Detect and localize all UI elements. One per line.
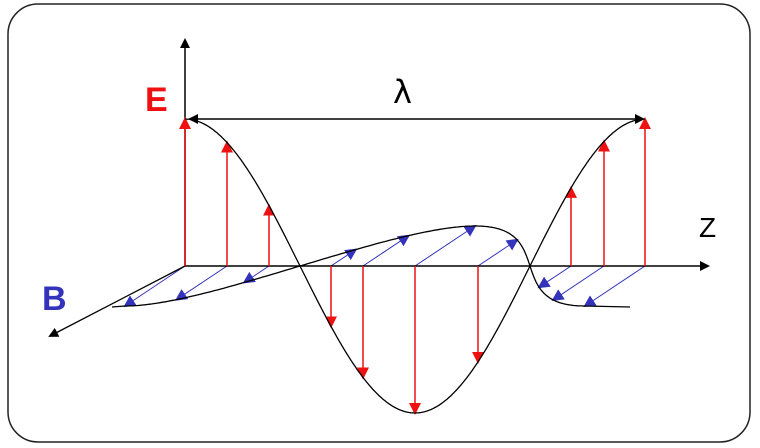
- wavelength-label: λ: [393, 73, 412, 111]
- e-label: E: [145, 81, 168, 119]
- b-vector-arrow: [174, 265, 228, 301]
- b-vector-arrow: [414, 224, 477, 267]
- frame: [7, 3, 751, 443]
- electric-field-vectors: [179, 117, 651, 415]
- b-vector-arrow: [537, 265, 572, 289]
- magnetic-field-vectors: [123, 224, 646, 308]
- b-vector-arrow: [242, 265, 270, 284]
- b-axis: [48, 265, 186, 337]
- b-vector-arrow: [330, 248, 358, 267]
- b-vector-arrow: [123, 265, 186, 308]
- b-vector-arrow: [583, 265, 646, 308]
- b-vector-arrow: [477, 238, 519, 267]
- b-label: B: [42, 280, 67, 318]
- b-vector-arrow: [362, 234, 411, 267]
- magnetic-wave-curve: [111, 225, 631, 308]
- z-label: Z: [699, 212, 716, 243]
- b-vector-arrow: [551, 265, 605, 302]
- electric-wave-curve: [184, 118, 646, 414]
